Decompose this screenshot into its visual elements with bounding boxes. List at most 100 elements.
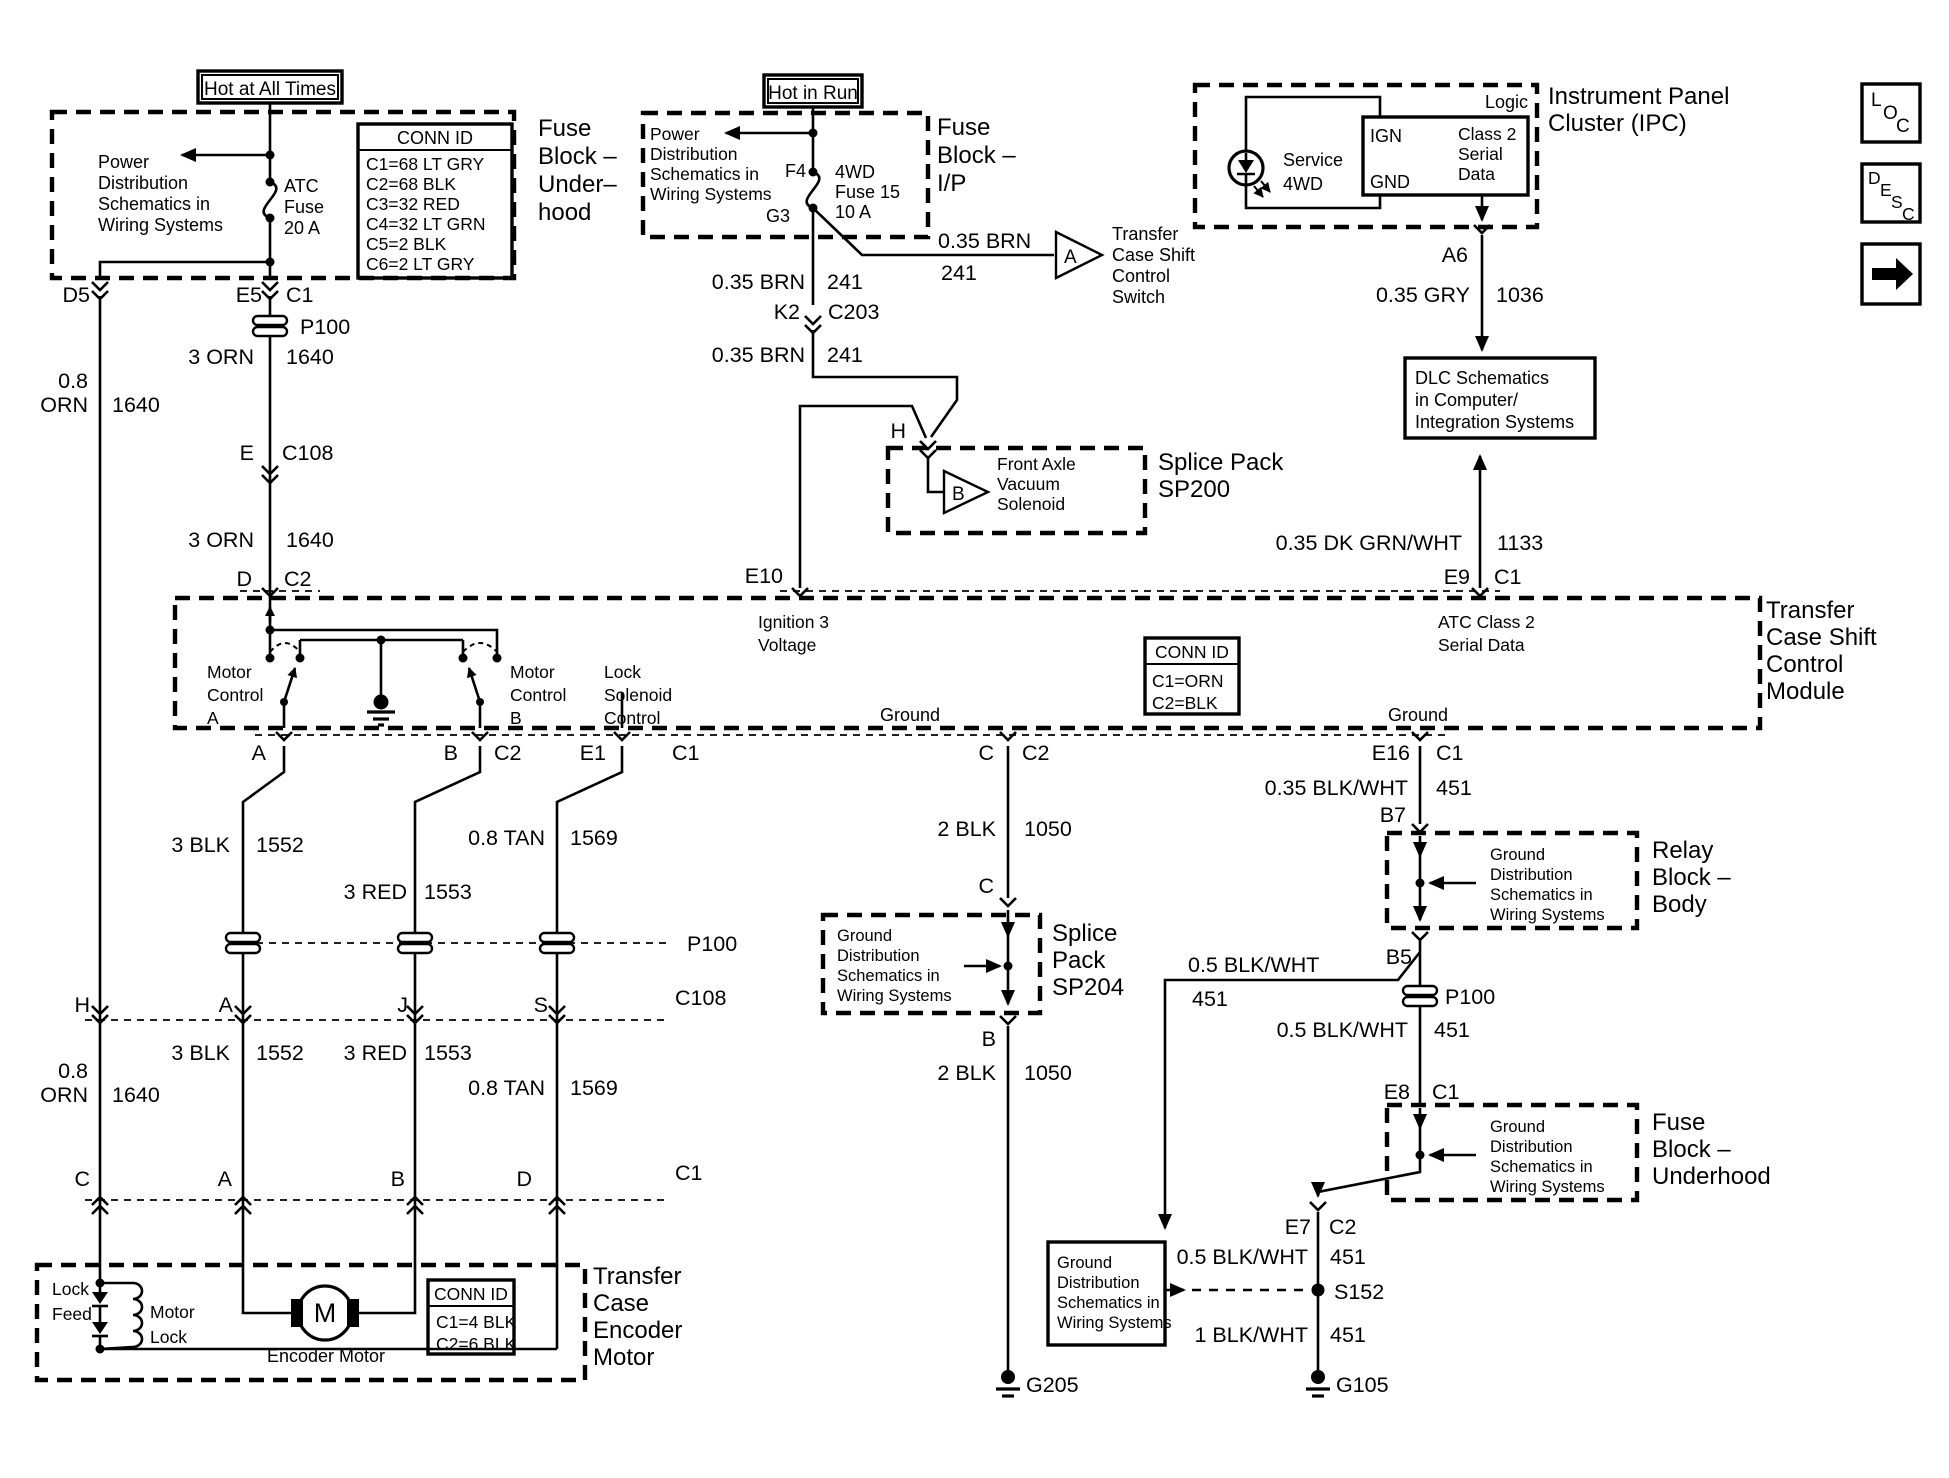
connector-c1-label: C1 xyxy=(1432,1080,1459,1104)
circuit-number: 1553 xyxy=(424,1041,472,1065)
module-bottom-terminals: A B C2 E1 C1 C C2 E16 C1 xyxy=(252,730,1463,765)
terminal-e7: E7 xyxy=(1285,1215,1311,1239)
fuse-block-underhood-label: hood xyxy=(538,199,591,226)
wire-label: 0.35 GRY xyxy=(1376,283,1470,307)
circuit-number: 1640 xyxy=(286,528,334,552)
fuse-block-ip-label: I/P xyxy=(937,170,966,197)
circuit-number: 451 xyxy=(1436,776,1472,800)
conn-id-row: C2=BLK xyxy=(1152,693,1218,713)
terminal-b: B xyxy=(444,741,458,765)
p100-connector-icon xyxy=(538,931,576,955)
conn-id-row: C1=4 BLK xyxy=(436,1312,517,1332)
terminal-c: C xyxy=(978,741,994,765)
relay-block-label: Relay xyxy=(1652,837,1713,864)
terminal-c: C xyxy=(978,874,994,898)
circuit-number: 241 xyxy=(941,261,977,285)
ground-g205-label: G205 xyxy=(1026,1373,1079,1397)
desc-letter-4: C xyxy=(1902,204,1915,224)
connector-chevron-icon xyxy=(612,730,632,742)
terminal-c: C xyxy=(74,1167,90,1191)
switch-label: Transfer xyxy=(1112,224,1178,244)
circuit-number: 1552 xyxy=(256,1041,304,1065)
ground-note-line: Distribution xyxy=(1057,1274,1140,1292)
hot-at-all-times-label: Hot at All Times xyxy=(204,79,336,100)
terminal-f4: F4 xyxy=(785,161,806,181)
terminal-d5: D5 xyxy=(63,283,91,307)
hot-in-run-banner: Hot in Run xyxy=(762,73,864,109)
loc-button[interactable]: L O C xyxy=(1860,82,1922,144)
wire-label: 0.8 TAN xyxy=(468,1076,545,1100)
motor-lock-coil-icon xyxy=(132,1281,144,1349)
wire-label: 3 BLK xyxy=(171,1041,230,1065)
conn-id-row: C5=2 BLK xyxy=(366,234,447,254)
fuse-block-underhood-right-label: Underhood xyxy=(1652,1163,1771,1190)
brn-241-wires: 0.35 BRN 241 A Transfer Case Shift Contr… xyxy=(712,207,1195,588)
encoder-motor-caption: Encoder Motor xyxy=(267,1346,385,1366)
circuit-number: 1640 xyxy=(286,345,334,369)
switch-label: Case Shift xyxy=(1112,245,1195,265)
fuse-block-ip-label: Block – xyxy=(937,142,1016,169)
terminal-h: H xyxy=(890,419,906,443)
service-4wd-label: Service xyxy=(1283,150,1343,170)
conn-id-title: CONN ID xyxy=(434,1284,508,1304)
ground-note-line: Schematics in xyxy=(837,967,940,985)
motor-control-switches xyxy=(265,598,624,728)
power-note-line: Distribution xyxy=(98,173,188,193)
sp200-label: SP200 xyxy=(1158,476,1230,503)
next-page-button[interactable] xyxy=(1860,242,1922,306)
lock-feed-label: Lock xyxy=(52,1279,89,1299)
power-note-line: Distribution xyxy=(650,144,738,164)
module-label: Transfer xyxy=(1766,597,1854,624)
encoder-motor-icon: M xyxy=(291,1284,359,1342)
transfer-case-shift-control-module: E10 Ignition 3 Voltage ATC Class 2 Seria… xyxy=(172,564,1877,731)
wire-3-blk-1552 xyxy=(241,746,291,1315)
ground-note-line: Distribution xyxy=(1490,1138,1573,1156)
p100-label: P100 xyxy=(1445,985,1495,1009)
wire-label: 0.5 BLK/WHT xyxy=(1188,953,1319,977)
fuse-block-ip: Hot in Run Power Distribution Schematics… xyxy=(640,73,1016,240)
fuse-block-underhood-right-box xyxy=(1384,1102,1640,1203)
ground-distribution-note-box: Ground Distribution Schematics in Wiring… xyxy=(1046,1240,1172,1347)
switch-label: Control xyxy=(1112,266,1170,286)
fuse-block-underhood-box xyxy=(49,109,517,281)
4wd-fuse-label: 4WD xyxy=(835,162,875,182)
connector-c2-label: C2 xyxy=(1329,1215,1356,1239)
ground-icon xyxy=(994,1368,1022,1398)
terminal-j: J xyxy=(397,993,408,1017)
wire-label: 0.35 DK GRN/WHT xyxy=(1276,531,1462,555)
module-box xyxy=(172,595,1763,731)
4wd-fuse-label: 10 A xyxy=(835,202,871,222)
class2-label: Data xyxy=(1458,164,1495,184)
atc-fuse-label: Fuse xyxy=(284,197,324,217)
ground-note-line: Schematics in xyxy=(1490,886,1593,904)
solenoid-label: Solenoid xyxy=(997,494,1065,514)
connector-c108-label: C108 xyxy=(282,441,333,465)
ground-note-line: Schematics in xyxy=(1057,1294,1160,1312)
loc-letter-1: L xyxy=(1871,90,1882,111)
instrument-panel-cluster: Logic IGN GND Class 2 Serial Data Servic… xyxy=(1192,82,1729,230)
ground-label: Ground xyxy=(1388,705,1448,725)
ground-note-line: Distribution xyxy=(837,947,920,965)
terminal-k2: K2 xyxy=(774,300,800,324)
terminal-d: D xyxy=(516,1167,532,1191)
terminal-e1: E1 xyxy=(580,741,606,765)
atc-class2-label: Serial Data xyxy=(1438,635,1525,655)
circuit-number: 241 xyxy=(827,270,863,294)
terminal-h: H xyxy=(74,993,90,1017)
class2-serial-data-wire: A6 0.35 GRY 1036 DLC Schematics in Compu… xyxy=(1276,195,1597,589)
terminal-e5: E5 xyxy=(236,283,262,307)
circuit-number: 1050 xyxy=(1024,817,1072,841)
ground-note-line: Distribution xyxy=(1490,866,1573,884)
encoder-motor-box xyxy=(34,1262,588,1383)
lock-feed-label: Feed xyxy=(52,1304,92,1324)
module-label: Case Shift xyxy=(1766,624,1877,651)
wire-label: 0.8 xyxy=(58,369,88,393)
dlc-note-line: DLC Schematics xyxy=(1415,368,1549,388)
ipc-label: Cluster (IPC) xyxy=(1548,110,1687,137)
power-note-line: Power xyxy=(98,152,149,172)
motor-lock-label: Lock xyxy=(150,1327,187,1347)
wire-08-tan-1569 xyxy=(555,746,624,1349)
connector-c203-label: C203 xyxy=(828,300,879,324)
desc-button[interactable]: D E S C xyxy=(1860,162,1922,224)
